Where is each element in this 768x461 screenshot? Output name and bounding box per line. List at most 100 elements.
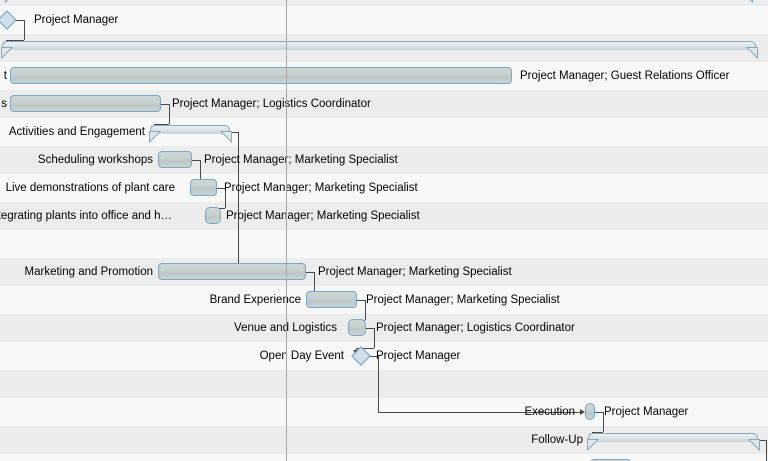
gantt-row[interactable] [0,230,768,258]
link-segment [24,20,25,40]
task-name-label: Open Day Event [259,350,344,362]
link-segment [370,356,378,357]
gantt-row[interactable]: Brand Experience Project Manager; Marketi… [0,286,768,314]
task-name-label: Brand Experience [209,294,301,306]
link-segment [374,328,375,348]
link-segment [217,188,225,189]
link-segment [766,440,767,461]
summary-bar[interactable] [587,433,760,451]
resource-label: Project Manager; Marketing Specialist [204,154,398,166]
task-bar[interactable] [10,95,161,112]
milestone-diamond-icon[interactable] [0,9,18,31]
resource-label: Project Manager; Guest Relations Officer [637,454,768,461]
link-segment [378,412,580,413]
gantt-row[interactable]: Execution Project Manager [0,398,768,426]
link-segment [306,272,314,273]
task-name-label: Venue and Logistics [234,322,337,334]
today-line [286,0,287,461]
row-stripe [0,370,768,398]
row-stripe [0,258,768,286]
task-name-label: Marketing and Promotion [24,266,153,278]
link-arrowhead-icon [580,409,585,415]
summary-bar[interactable] [1,41,758,59]
gantt-row[interactable]: t Project Manager; Guest Relations Office… [0,62,768,90]
link-segment [192,160,200,161]
row-stripe [0,342,768,370]
task-name-label: Execution [524,406,575,418]
gantt-row[interactable]: s Project Manager; Logistics Coordinator [0,90,768,118]
gantt-row[interactable]: Scheduling workshops Project Manager; Mar… [0,146,768,174]
gantt-row[interactable]: s of integrating plants into office and … [0,202,768,230]
task-name-label: t [3,70,7,82]
task-bar[interactable] [348,319,366,336]
task-bar[interactable] [205,207,221,224]
task-bar[interactable] [158,263,306,280]
row-stripe [0,0,768,6]
task-bar[interactable] [10,67,512,84]
resource-label: Project Manager; Marketing Specialist [226,210,420,222]
link-segment [378,356,379,412]
resource-label: Project Manager; Logistics Coordinator [376,322,575,334]
row-stripe [0,174,768,202]
link-segment [169,104,170,124]
gantt-row[interactable] [0,34,768,62]
gantt-row[interactable]: Gathering feedback Project Manager; Guest… [0,454,768,461]
summary-cap-right-icon [748,439,760,451]
task-bar[interactable] [306,291,357,308]
resource-label: Project Manager; Logistics Coordinator [172,98,371,110]
row-stripe [0,202,768,230]
row-stripe [0,146,768,174]
summary-cap-left-icon [1,47,13,59]
gantt-row[interactable] [0,0,768,6]
link-segment [238,132,239,264]
link-segment [356,348,374,349]
resource-label: Project Manager [34,14,119,26]
link-segment [365,300,366,320]
task-name-label: s [1,98,7,110]
row-stripe [0,6,768,34]
gantt-row[interactable]: Open Day Event Project Manager [0,342,768,370]
gantt-row[interactable]: Follow-Up [0,426,768,454]
summary-cap-right-icon [741,0,753,3]
row-stripe [0,454,768,461]
link-segment [356,348,357,351]
task-name-label: Gathering feedback [485,454,585,461]
link-segment [154,124,169,125]
link-segment [595,412,603,413]
task-name-label: Live demonstrations of plant care [5,182,175,194]
summary-bar[interactable] [149,125,232,143]
link-segment [161,104,169,105]
task-name-label: Scheduling workshops [37,154,153,166]
row-stripe [0,118,768,146]
resource-label: Project Manager [376,350,461,362]
summary-cap-right-icon [220,131,232,143]
gantt-row[interactable]: Activities and Engagement [0,118,768,146]
resource-label: Project Manager; Marketing Specialist [224,182,418,194]
link-segment [230,132,238,133]
summary-cap-left-icon [587,439,599,451]
resource-label: Project Manager [604,406,689,418]
link-segment [603,412,604,432]
link-segment [6,40,24,41]
task-bar[interactable] [158,151,192,168]
summary-bar-body [150,125,230,134]
gantt-row[interactable]: Project Manager [0,6,768,34]
link-segment [357,300,365,301]
gantt-row[interactable]: Venue and Logistics Project Manager; Logi… [0,314,768,342]
gantt-row[interactable]: Live demonstrations of plant care Project… [0,174,768,202]
link-segment [225,188,226,208]
link-segment [366,328,374,329]
row-stripe [0,286,768,314]
resource-label: Project Manager; Marketing Specialist [366,294,560,306]
summary-cap-left-icon [5,0,16,3]
task-bar[interactable] [585,403,595,420]
resource-label: Project Manager; Guest Relations Officer [520,70,730,82]
milestone-diamond-icon[interactable] [350,345,372,367]
task-bar[interactable] [190,179,217,196]
gantt-row[interactable] [0,370,768,398]
link-segment [200,160,201,180]
task-name-label: s of integrating plants into office and … [0,210,172,222]
link-segment [592,432,603,433]
